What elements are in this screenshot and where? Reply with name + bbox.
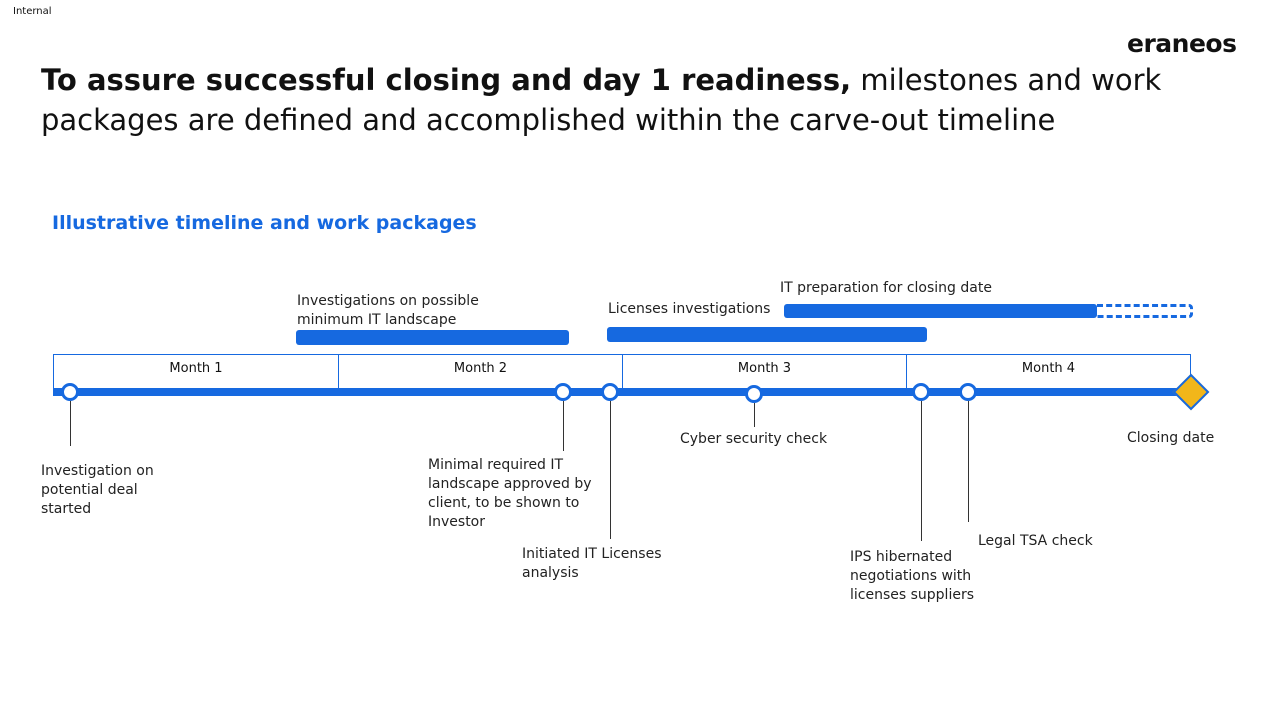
milestone-marker-5: [912, 383, 930, 401]
title-emphasis: To assure successful closing and day 1 r…: [41, 63, 852, 97]
milestone-marker-4: [745, 385, 763, 403]
month-2-cell: Month 2: [338, 354, 622, 390]
month-3-cell: Month 3: [622, 354, 906, 390]
month-1-cell: Month 1: [53, 354, 338, 390]
milestone-stem-2: [563, 401, 564, 451]
work-package-label-2: Licenses investigations: [608, 301, 771, 317]
milestone-stem-6: [968, 401, 969, 522]
milestone-label-6: Legal TSA check: [978, 533, 1093, 549]
work-package-bar-3: [784, 304, 1097, 318]
title-rest: milestones and work packages are defined…: [41, 63, 1162, 137]
section-subtitle: Illustrative timeline and work packages: [52, 212, 477, 234]
milestone-label-5: IPS hibernated negotiations with license…: [850, 549, 974, 603]
work-package-bar-1: [296, 330, 569, 345]
page-title: To assure successful closing and day 1 r…: [41, 60, 1181, 140]
milestone-stem-1: [70, 401, 71, 446]
milestone-label-2: Minimal required IT landscape approved b…: [428, 457, 592, 530]
month-4-cell: Month 4: [906, 354, 1191, 390]
milestone-marker-3: [601, 383, 619, 401]
milestone-label-1: Investigation on potential deal started: [41, 463, 154, 517]
milestone-stem-5: [921, 401, 922, 541]
timeline-axis: [53, 388, 1191, 396]
milestone-stem-4: [754, 403, 755, 427]
work-package-bar-2: [607, 327, 927, 342]
milestone-label-4: Cyber security check: [680, 431, 828, 447]
milestone-marker-1: [61, 383, 79, 401]
milestone-marker-2: [554, 383, 572, 401]
milestone-stem-3: [610, 401, 611, 539]
work-package-label-3: IT preparation for closing date: [780, 280, 992, 296]
milestone-marker-6: [959, 383, 977, 401]
brand-logo: eraneos: [1127, 29, 1237, 58]
work-package-bar-3-outlook: [1097, 304, 1193, 318]
milestone-label-3: Initiated IT Licenses analysis: [522, 546, 662, 581]
milestone-label-closing: Closing date: [1127, 430, 1215, 446]
classification-label: Internal: [13, 6, 52, 17]
work-package-label-1: Investigations on possible minimum IT la…: [297, 293, 479, 328]
